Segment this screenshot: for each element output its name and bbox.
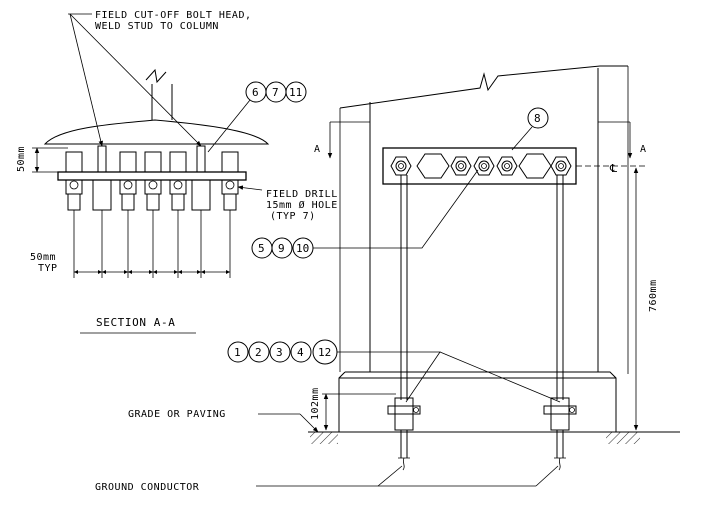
column-stub <box>145 68 173 120</box>
callout-4: 4 <box>297 346 304 359</box>
section-title: SECTION A-A <box>96 316 175 329</box>
conductor-clamps <box>387 397 577 471</box>
elevation-view: A A ℄ 760mm 8 <box>95 65 680 493</box>
field-cutoff-leader-1 <box>69 13 103 147</box>
callout-2: 2 <box>255 346 262 359</box>
callout-5: 5 <box>258 242 265 255</box>
section-marker-left: A <box>314 144 321 155</box>
section-bolts <box>65 145 239 211</box>
section-bar-plate <box>57 171 247 181</box>
callout-10: 10 <box>296 242 309 255</box>
callout-8: 8 <box>534 112 541 125</box>
column-flange <box>43 119 270 145</box>
field-drill-note-line3: (TYP 7) <box>270 211 316 222</box>
dim-50mm-typ-label-line1: 50mm <box>30 252 56 263</box>
field-cutoff-note-line2: WELD STUD TO COLUMN <box>95 21 219 32</box>
dim-50mm-vertical: 50mm <box>16 146 68 173</box>
field-cutoff-leader-2 <box>69 13 202 147</box>
foundation-block <box>338 371 617 432</box>
pitch-extension-lines <box>73 210 231 278</box>
grade-label: GRADE OR PAVING <box>128 409 226 420</box>
callout-9: 9 <box>278 242 285 255</box>
callout-3: 3 <box>276 346 283 359</box>
field-drill-note-line2: 15mm Ø HOLE <box>266 199 338 211</box>
field-drill-note-line1: FIELD DRILL <box>266 189 338 200</box>
ground-bar-holes <box>390 153 572 179</box>
grade-hatch-right <box>606 432 640 444</box>
callout-group-5-9-10: 5 9 10 <box>251 169 479 259</box>
callout-12: 12 <box>318 346 331 359</box>
callout-group-1-2-3-4-12: 1 2 3 4 12 <box>227 339 561 403</box>
callout-11: 11 <box>289 86 302 99</box>
section-a-a-view: 50mm 50mm TYP SECTION A-A FIELD CUT-OFF … <box>16 10 338 334</box>
column-top-edge <box>339 65 628 109</box>
callout-group-6-7-11: 6 7 11 <box>207 81 307 153</box>
callout-7: 7 <box>272 86 279 99</box>
field-cutoff-note-line1: FIELD CUT-OFF BOLT HEAD, <box>95 10 252 21</box>
dim-760mm-label: 760mm <box>648 279 659 312</box>
section-cut-right: A <box>598 121 647 159</box>
section-cut-left: A <box>314 121 370 159</box>
callout-1: 1 <box>234 346 241 359</box>
callout-6: 6 <box>252 86 259 99</box>
field-drill-leader <box>237 185 263 191</box>
dim-102mm-label: 102mm <box>310 387 321 420</box>
section-marker-right: A <box>640 144 647 155</box>
dim-50mm-typ-label-line2: TYP <box>38 263 58 274</box>
centerline-symbol: ℄ <box>609 162 618 175</box>
dim-50mm-label: 50mm <box>16 146 27 172</box>
dim-102mm: 102mm <box>310 387 396 431</box>
grade-hatch-left <box>310 432 338 444</box>
ground-conductor-label: GROUND CONDUCTOR <box>95 482 200 493</box>
